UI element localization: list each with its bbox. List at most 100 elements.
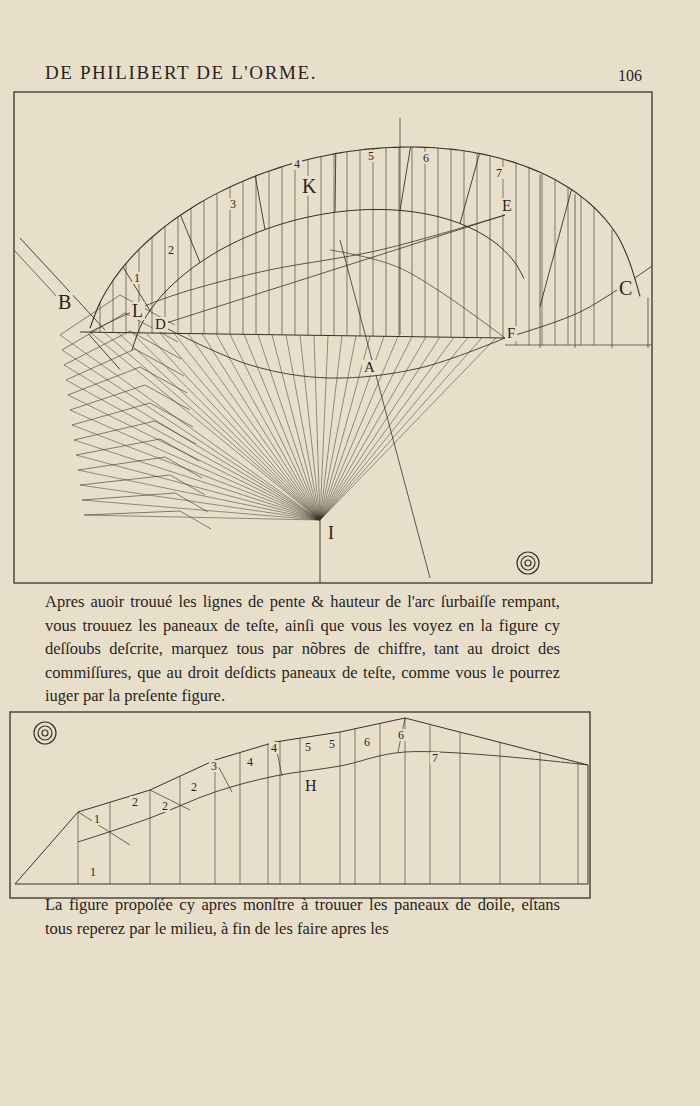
construction-line bbox=[320, 338, 482, 520]
paragraph: La figure propoſée cy apres monſtre à tr… bbox=[45, 893, 560, 940]
arc-line bbox=[330, 250, 505, 338]
construction-line bbox=[335, 154, 337, 213]
callout-number: 2 bbox=[160, 800, 170, 812]
construction-line bbox=[320, 520, 321, 583]
construction-line bbox=[89, 334, 121, 370]
construction-line bbox=[320, 337, 412, 520]
construction-line bbox=[581, 196, 582, 345]
construction-line bbox=[181, 215, 201, 262]
construction-line bbox=[451, 149, 452, 337]
panel-outline bbox=[15, 718, 588, 884]
construction-line bbox=[255, 176, 265, 229]
construction-line bbox=[80, 485, 320, 520]
construction-line bbox=[66, 380, 320, 520]
construction-line bbox=[286, 335, 320, 520]
construction-line bbox=[113, 281, 114, 333]
panel-projection bbox=[64, 331, 181, 365]
ring-mark bbox=[34, 722, 56, 744]
construction-line bbox=[68, 395, 320, 520]
construction-line bbox=[438, 148, 439, 337]
construction-line bbox=[82, 500, 320, 520]
construction-line bbox=[540, 190, 572, 307]
arc-line bbox=[78, 752, 588, 842]
panel-projection bbox=[74, 421, 196, 444]
construction-line bbox=[132, 333, 320, 520]
callout-number: 3 bbox=[228, 198, 238, 210]
ring-mark bbox=[38, 726, 52, 740]
construction-line bbox=[295, 163, 296, 335]
construction-line bbox=[300, 335, 320, 520]
construction-line bbox=[180, 776, 181, 884]
callout-number: 7 bbox=[494, 167, 504, 179]
construction-line bbox=[334, 154, 335, 336]
construction-line bbox=[188, 334, 320, 520]
panel-projection bbox=[82, 493, 208, 512]
construction-line bbox=[320, 337, 468, 520]
callout-number: 1 bbox=[92, 813, 102, 825]
construction-line bbox=[490, 156, 491, 338]
callout-number: 6 bbox=[396, 729, 406, 741]
callout-number: 4 bbox=[292, 158, 302, 170]
construction-line bbox=[430, 724, 431, 884]
construction-line bbox=[320, 338, 496, 520]
ring-mark bbox=[517, 552, 539, 574]
point-letter: A bbox=[362, 360, 377, 375]
arc-line bbox=[505, 266, 652, 338]
construction-line bbox=[612, 230, 613, 348]
callout-number: 1 bbox=[88, 866, 98, 878]
construction-line bbox=[80, 332, 505, 338]
point-letter: K bbox=[300, 176, 318, 196]
point-letter: L bbox=[130, 302, 145, 320]
callout-number: 4 bbox=[269, 742, 279, 754]
page-number: 106 bbox=[618, 68, 642, 84]
construction-line bbox=[217, 193, 218, 334]
point-letter: C bbox=[617, 278, 634, 298]
point-letter: H bbox=[303, 778, 319, 794]
construction-line bbox=[256, 176, 257, 335]
construction-line bbox=[78, 470, 320, 520]
construction-line bbox=[118, 333, 320, 520]
construction-line bbox=[588, 765, 589, 884]
running-head: DE PHILIBERT DE L'ORME. bbox=[45, 62, 317, 84]
callout-number: 6 bbox=[421, 152, 431, 164]
callout-number: 2 bbox=[189, 781, 199, 793]
construction-lines bbox=[10, 92, 652, 898]
callout-number: 4 bbox=[245, 756, 255, 768]
construction-line bbox=[268, 744, 269, 884]
construction-line bbox=[70, 410, 320, 520]
construction-line bbox=[505, 345, 652, 346]
construction-line bbox=[347, 152, 348, 336]
panel-projection bbox=[66, 349, 184, 380]
callout-number: 2 bbox=[166, 244, 176, 256]
construction-line bbox=[460, 154, 480, 224]
construction-line bbox=[244, 334, 320, 520]
construction-line bbox=[360, 150, 361, 336]
construction-line bbox=[216, 334, 320, 520]
construction-line bbox=[575, 194, 576, 348]
arc-line bbox=[90, 147, 640, 328]
construction-line bbox=[648, 297, 649, 348]
panel-projection bbox=[62, 313, 178, 350]
construction-line bbox=[269, 171, 270, 335]
construction-line bbox=[320, 336, 384, 520]
panel-projection bbox=[78, 457, 202, 478]
construction-line bbox=[320, 336, 398, 520]
construction-line bbox=[516, 163, 517, 345]
construction-line bbox=[215, 760, 216, 884]
construction-line bbox=[282, 167, 283, 335]
construction-line bbox=[477, 153, 478, 338]
panel-projection bbox=[70, 385, 190, 410]
construction-line bbox=[405, 718, 406, 884]
construction-line bbox=[78, 812, 130, 845]
construction-line bbox=[15, 884, 588, 885]
construction-line bbox=[529, 168, 530, 345]
construction-line bbox=[230, 334, 320, 520]
callout-number: 6 bbox=[362, 736, 372, 748]
callout-number: 5 bbox=[303, 741, 313, 753]
ring-mark bbox=[42, 730, 48, 736]
paragraph: Apres auoir trouué les lignes de pente &… bbox=[45, 590, 560, 708]
construction-line bbox=[160, 215, 505, 325]
construction-line bbox=[240, 753, 241, 885]
panel-projection bbox=[60, 295, 175, 335]
